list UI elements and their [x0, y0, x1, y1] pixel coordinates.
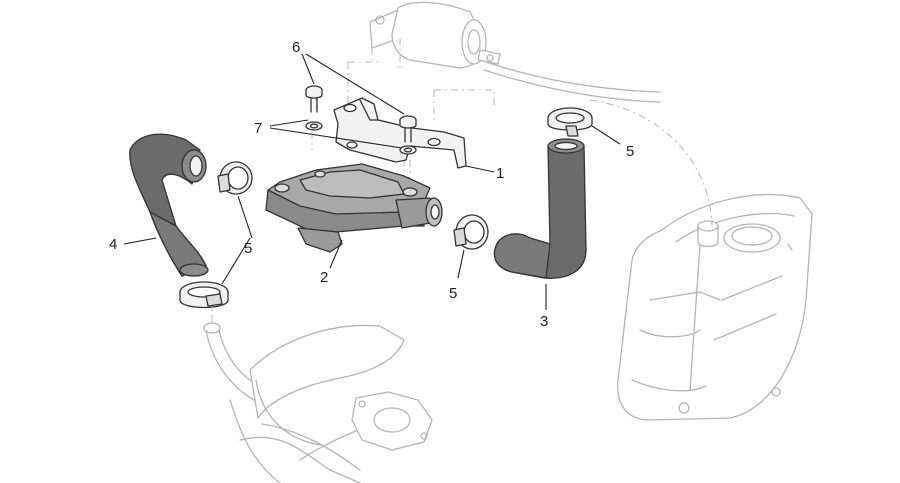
part-bracket: [333, 97, 467, 169]
ghost-ignition-coil: [369, 1, 661, 103]
callout-6: 6: [292, 39, 300, 56]
callout-7: 7: [254, 120, 262, 137]
callout-2: 2: [320, 269, 328, 286]
callout-5-middle: 5: [449, 285, 457, 302]
part-hose-left: [129, 133, 209, 277]
part-hose-right: [493, 138, 587, 279]
callout-1: 1: [496, 165, 504, 182]
part-valve-body: [265, 163, 443, 253]
ghost-exhaust-pipe: [203, 300, 433, 483]
callout-4: 4: [109, 236, 117, 253]
part-clamps: [179, 107, 593, 309]
leader-lines: [123, 53, 621, 310]
part-screws: [305, 85, 417, 143]
callout-3: 3: [540, 313, 548, 330]
callout-labels: 6 7 1 2 4 5 5 5 3: [109, 39, 634, 330]
callout-5-left: 5: [244, 240, 252, 257]
part-washers: [305, 121, 417, 155]
callout-5-right: 5: [626, 143, 634, 160]
ghost-air-filter-box: [589, 99, 813, 421]
